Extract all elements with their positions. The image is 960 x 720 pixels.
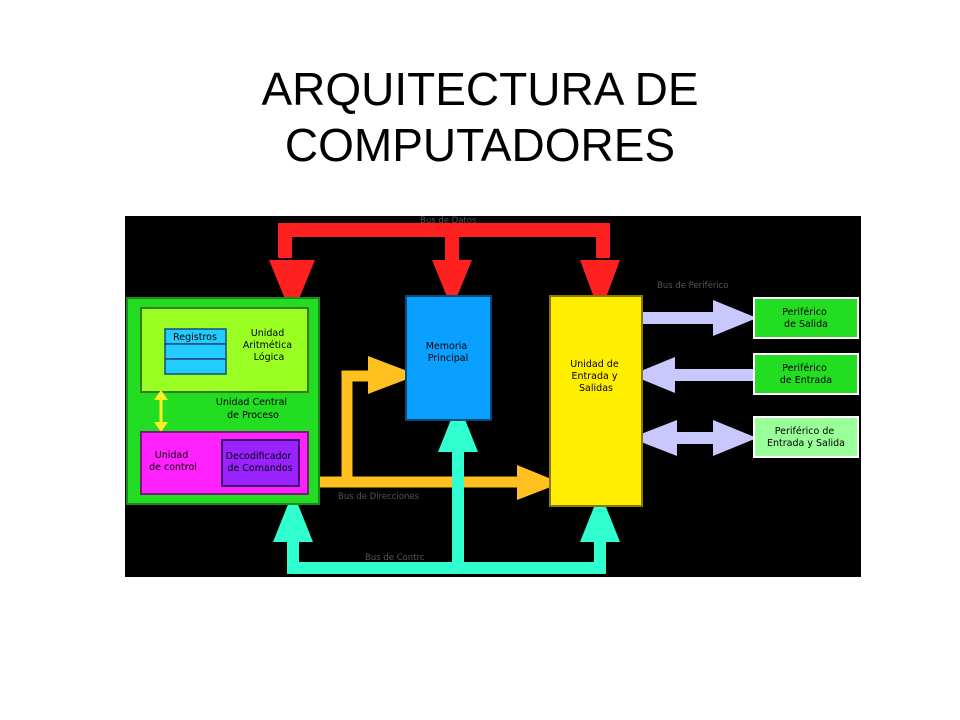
bus-datos: Bus de Datos <box>269 216 620 316</box>
cpu-block: Unidad Central de Proceso Unidad Aritmét… <box>126 297 320 505</box>
bus-direcciones-arrow-memoria <box>368 356 418 394</box>
registros-box-2 <box>164 343 227 360</box>
periferico-salida-box <box>753 297 859 339</box>
slide-title-line2: COMPUTADORES <box>284 118 676 171</box>
bus-datos-label: Bus de Datos <box>420 216 477 226</box>
bus-periferico-entrada-arrow <box>631 357 675 393</box>
bus-periferico-es-arrow-left <box>631 420 677 456</box>
control-unit-label-line2: de control <box>149 462 197 473</box>
alu-label-line1: Unidad <box>251 328 285 339</box>
periferico-es-block: Periférico de Entrada y Salida <box>753 416 859 458</box>
periferico-salida-label-line1: Periférico <box>782 307 827 318</box>
memoria-label: Memoria Principal <box>426 341 471 364</box>
control-unit-label: Unidad de control <box>149 450 197 473</box>
alu-label: Unidad Aritmética Lógica <box>243 328 295 363</box>
io-unit-box <box>549 295 643 507</box>
cpu-label: Unidad Central de Proceso <box>216 397 290 421</box>
bus-control-path <box>287 540 606 574</box>
periferico-es-label-line1: Periférico de <box>775 426 835 437</box>
slide-title: ARQUITECTURA DE COMPUTADORES <box>0 61 960 173</box>
slide-title-line1: ARQUITECTURA DE <box>261 62 699 115</box>
memoria-box <box>405 295 492 421</box>
architecture-diagram: Bus de Datos Bus de Direcciones Bus de C… <box>125 216 861 577</box>
bus-datos-path <box>278 223 610 258</box>
io-unit-block: Unidad de Entrada y Salidas <box>549 295 643 507</box>
bus-periferico-salida-shaft <box>643 312 715 324</box>
control-unit-label-line1: Unidad <box>155 450 189 461</box>
bus-periferico: Bus de Periférico <box>631 280 757 456</box>
bus-direcciones-path <box>341 370 371 482</box>
io-unit-label: Unidad de Entrada y Salidas <box>570 359 621 394</box>
periferico-salida-label: Periférico de Salida <box>782 307 830 330</box>
registros-label: Registros <box>173 332 217 343</box>
decodificador-box <box>221 439 300 487</box>
periferico-es-label: Periférico de Entrada y Salida <box>767 426 845 449</box>
bus-control-arrow-io <box>580 492 620 542</box>
bus-periferico-entrada-shaft <box>671 369 753 381</box>
cpu-label-line1: Unidad Central <box>216 397 287 408</box>
bus-direcciones: Bus de Direcciones <box>317 356 561 502</box>
decodificador-label-line1: Decodificador <box>226 451 292 462</box>
decodificador-label: Decodificador de Comandos <box>226 451 295 474</box>
memoria-label-line1: Memoria <box>426 341 467 352</box>
bus-control-label: Bus de Contrc <box>365 553 425 563</box>
bus-control-arrow-cpu <box>273 492 313 542</box>
periferico-es-label-line2: Entrada y Salida <box>767 438 845 449</box>
io-unit-label-line3: Salidas <box>579 383 613 394</box>
memoria-block: Memoria Principal <box>405 295 492 421</box>
bus-direcciones-arrow-io <box>517 465 561 500</box>
bus-control-arrow-memoria <box>438 402 478 452</box>
decodificador-label-line2: de Comandos <box>227 463 292 474</box>
periferico-entrada-label: Periférico de Entrada <box>780 363 832 386</box>
periferico-entrada-box <box>753 353 859 395</box>
periferico-es-box <box>753 416 859 458</box>
alu-control-arrow-down <box>154 422 168 432</box>
bus-periferico-salida-arrow <box>713 300 757 336</box>
alu-control-arrow-up <box>154 390 168 400</box>
bus-datos-arrow-cpu <box>269 260 315 316</box>
bus-direcciones-label: Bus de Direcciones <box>338 492 420 502</box>
periferico-salida-block: Periférico de Salida <box>753 297 859 339</box>
bus-periferico-es-arrow-right <box>713 420 757 456</box>
periferico-entrada-label-line1: Periférico <box>782 363 827 374</box>
periferico-salida-label-line2: de Salida <box>784 319 828 330</box>
periferico-entrada-label-line2: de Entrada <box>780 375 832 386</box>
bus-control: Bus de Contrc <box>273 402 620 574</box>
bus-periferico-label: Bus de Periférico <box>657 280 729 291</box>
io-unit-label-line2: Entrada y <box>571 371 617 382</box>
registros-box-3 <box>164 358 227 375</box>
bus-periferico-es-shaft <box>673 432 717 444</box>
alu-label-line3: Lógica <box>254 352 285 363</box>
cpu-label-line2: de Proceso <box>227 410 279 421</box>
memoria-label-line2: Principal <box>428 353 468 364</box>
bus-datos-arrow-memoria <box>432 260 472 309</box>
alu-label-line2: Aritmética <box>243 340 292 351</box>
io-unit-label-line1: Unidad de <box>570 359 619 370</box>
periferico-entrada-block: Periférico de Entrada <box>753 353 859 395</box>
bus-datos-arrow-io <box>580 260 620 314</box>
